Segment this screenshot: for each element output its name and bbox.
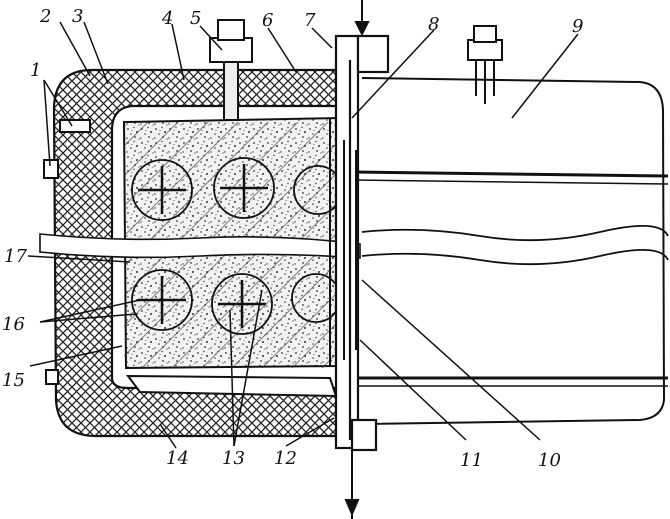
separator [329,118,357,366]
callout-5: 5 [190,8,201,29]
callout-16: 16 [2,314,25,335]
leader-lines [27,21,579,449]
callout-4: 4 [161,8,173,29]
terminal-bolt [209,19,253,121]
callout-7: 7 [304,10,316,31]
callout-15: 15 [2,370,25,391]
callout-14: 14 [166,448,189,469]
callout-8: 8 [428,14,439,35]
callout-9: 9 [572,16,583,37]
callout-2: 2 [39,6,51,27]
callout-17: 17 [4,246,27,267]
callout-13: 13 [222,448,245,469]
callout-3: 3 [72,6,83,27]
side-screws [43,119,91,385]
callout-labels: 1 2 3 4 5 6 7 8 9 10 11 12 13 14 15 16 1… [2,6,583,471]
callout-6: 6 [262,10,273,31]
axis-arrows [344,0,370,519]
flange [334,34,390,452]
callout-10: 10 [538,450,561,471]
section-break [39,233,361,259]
housing-body [354,77,669,425]
callout-11: 11 [460,450,483,471]
housing-bolt [467,25,503,104]
callout-1: 1 [30,60,41,81]
callout-12: 12 [274,448,297,469]
